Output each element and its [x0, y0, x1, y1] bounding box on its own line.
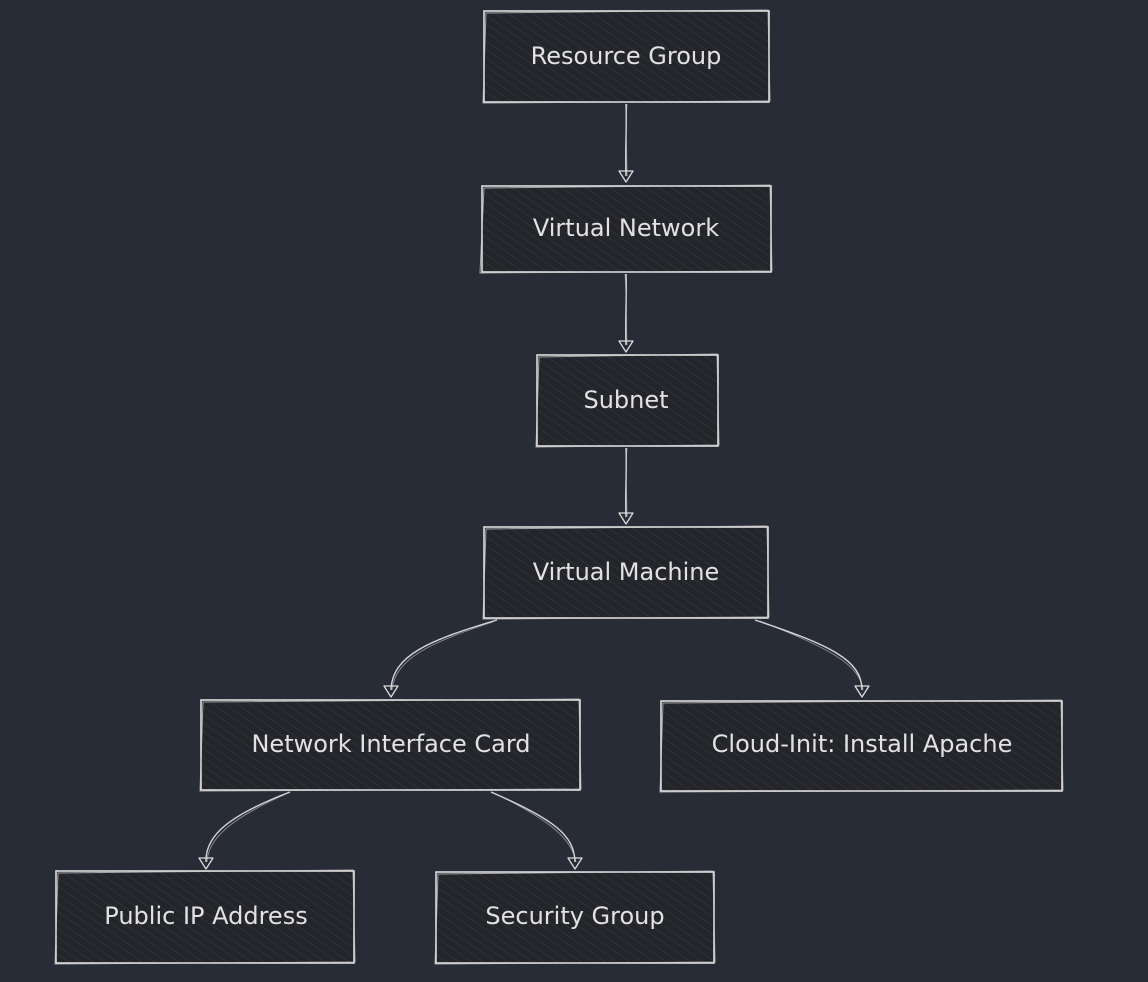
edge-network-interface-card-to-security-group [490, 791, 583, 870]
node-label: Cloud-Init: Install Apache [712, 730, 1013, 758]
arrowhead-icon [618, 340, 634, 353]
node-label: Public IP Address [104, 902, 307, 930]
node-subnet: Subnet [535, 353, 720, 448]
node-label: Network Interface Card [251, 730, 530, 758]
node-virtual-machine: Virtual Machine [482, 525, 770, 620]
node-cloud-init: Cloud-Init: Install Apache [659, 699, 1064, 793]
edge-virtual-machine-to-network-interface-card [383, 619, 498, 698]
edge-network-interface-card-to-public-ip-address [198, 791, 291, 870]
edge-subnet-to-virtual-machine [618, 447, 634, 525]
node-label: Virtual Machine [533, 558, 720, 586]
arrowhead-icon [854, 685, 870, 698]
node-network-interface-card: Network Interface Card [199, 698, 582, 792]
node-label: Virtual Network [533, 214, 719, 242]
edge-virtual-machine-to-cloud-init [754, 619, 870, 698]
node-public-ip-address: Public IP Address [54, 869, 356, 965]
node-label: Security Group [485, 902, 664, 930]
arrowhead-icon [383, 685, 399, 698]
node-label: Resource Group [531, 42, 722, 70]
node-virtual-network: Virtual Network [479, 184, 773, 274]
node-resource-group: Resource Group [482, 9, 771, 104]
arrowhead-icon [618, 512, 634, 525]
node-label: Subnet [583, 386, 668, 414]
arrowhead-icon [618, 170, 634, 183]
edge-virtual-network-to-subnet [618, 273, 634, 353]
arrowhead-icon [567, 857, 583, 870]
edge-resource-group-to-virtual-network [618, 103, 634, 183]
node-security-group: Security Group [434, 870, 716, 965]
arrowhead-icon [198, 857, 214, 870]
